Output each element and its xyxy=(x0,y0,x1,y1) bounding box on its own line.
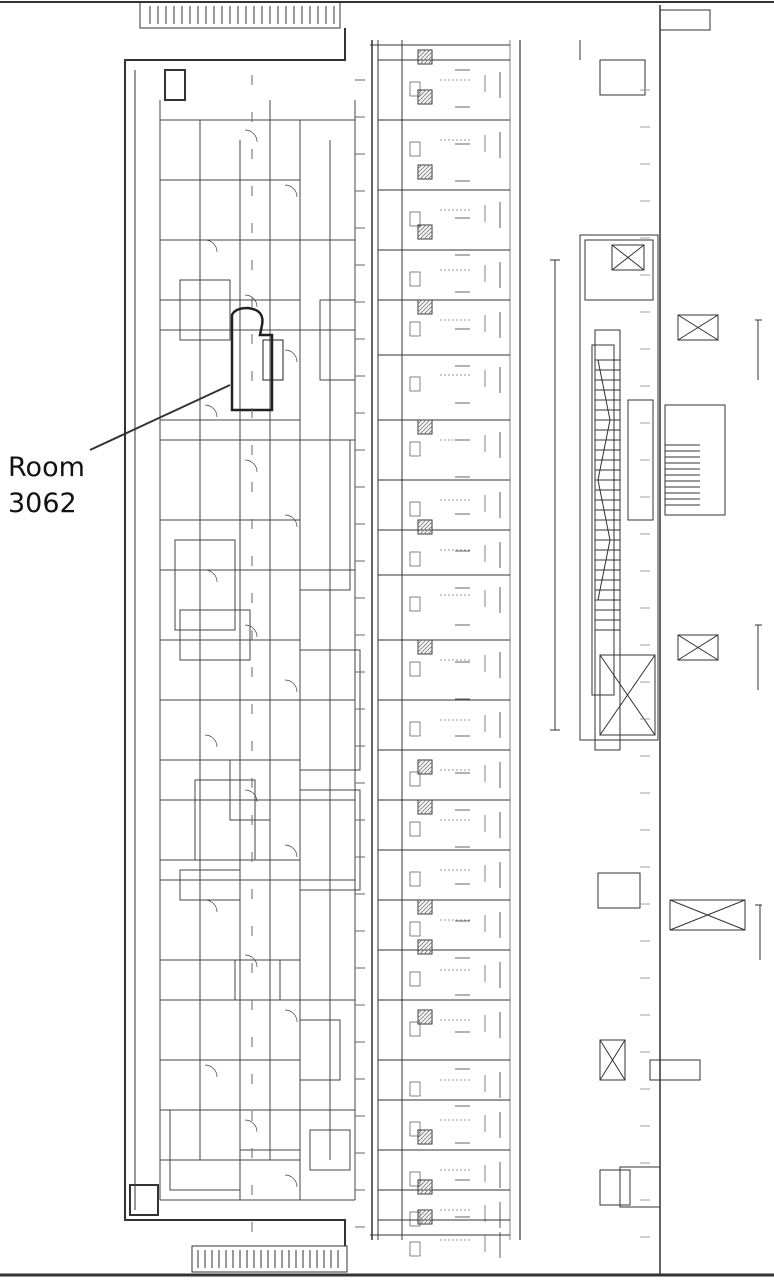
east-fixtures xyxy=(597,9,762,1208)
top-window-grille xyxy=(139,1,341,29)
room-callout-label: Room 3062 xyxy=(8,450,85,522)
room-3062-highlight xyxy=(230,306,284,412)
bottom-window-grille xyxy=(191,1245,348,1273)
building-outline xyxy=(124,28,510,1246)
callout-line-2: 3062 xyxy=(8,488,77,519)
central-core xyxy=(550,234,726,751)
room-partitions xyxy=(159,100,361,1201)
office-bays xyxy=(378,59,510,1258)
callout-line-1: Room xyxy=(8,452,85,483)
callout-leader-line xyxy=(89,384,231,451)
dimension-annotations xyxy=(251,69,650,1238)
structural-columns xyxy=(417,49,433,1225)
east-wall xyxy=(579,5,661,1275)
